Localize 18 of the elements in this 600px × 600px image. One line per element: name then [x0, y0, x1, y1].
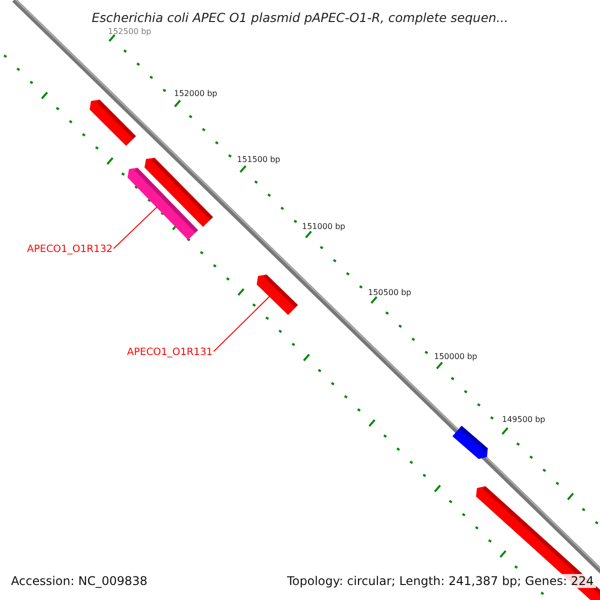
position-label: 150500 bp — [368, 288, 412, 297]
position-label: 152500 bp — [108, 27, 152, 36]
gene-label: APECO1_O1R131 — [127, 347, 213, 358]
position-label: 152000 bp — [174, 89, 218, 98]
footer-text: Topology: circular; Length: 241,387 bp; Genes: 224 — [285, 574, 596, 588]
gene-arrow — [452, 426, 488, 459]
footer-text: Accession: NC_009838 — [9, 574, 150, 588]
position-label: 151000 bp — [302, 222, 346, 231]
position-label: 150000 bp — [434, 352, 478, 361]
gene-arrow — [90, 100, 136, 146]
gene-arrow — [128, 168, 198, 240]
title: Escherichia coli APEC O1 plasmid pAPEC-O1-R, complete sequen... — [90, 10, 510, 25]
gene-arrow — [256, 274, 298, 315]
position-label: 149500 bp — [502, 415, 546, 424]
leader-line — [213, 294, 272, 352]
gene-label: APECO1_O1R132 — [27, 244, 113, 255]
leader-line — [113, 206, 158, 249]
position-label: 151500 bp — [237, 155, 280, 164]
